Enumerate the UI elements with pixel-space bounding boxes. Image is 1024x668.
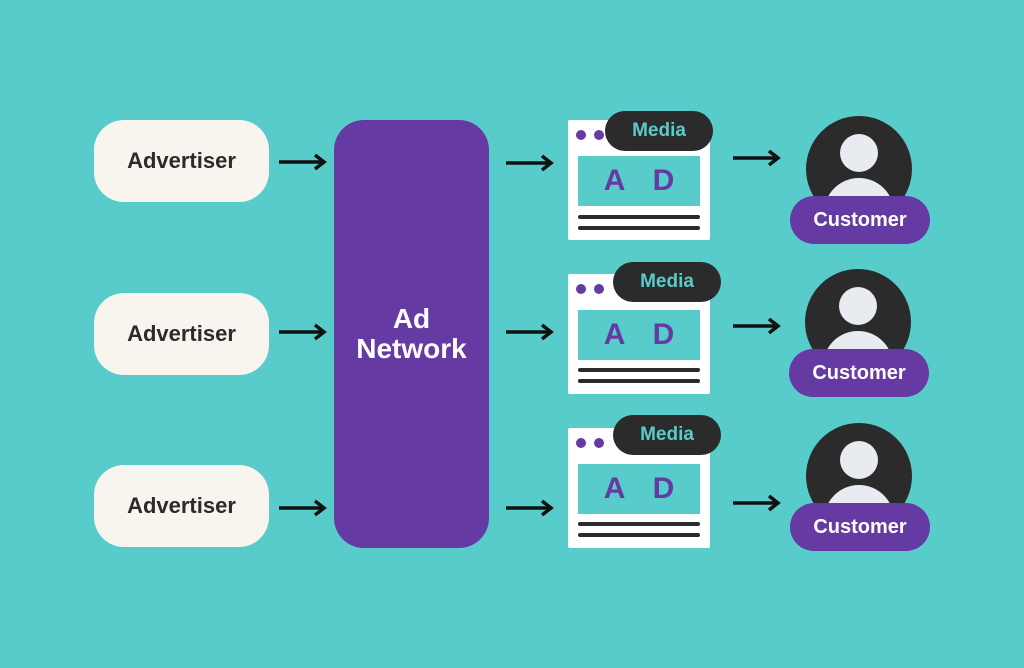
arrow-right-icon (506, 323, 554, 341)
customer-label: Customer (813, 515, 907, 538)
customer-label: Customer (812, 361, 906, 384)
customer-label-pill: Customer (790, 196, 930, 244)
customer-node: Customer (789, 269, 931, 404)
window-dot-icon (594, 284, 604, 294)
media-tag: Media (613, 415, 721, 455)
window-dot-icon (594, 438, 604, 448)
ad-banner: A D (578, 464, 700, 514)
media-tag-label: Media (640, 271, 694, 292)
network-label-line1: Ad (392, 303, 431, 334)
webpage-window: A D (568, 120, 710, 240)
avatar-head (840, 441, 878, 479)
text-line (578, 215, 700, 219)
arrow-right-icon (279, 153, 327, 171)
ad-banner-text: A D (603, 318, 685, 351)
advertiser-label: Advertiser (127, 321, 236, 346)
advertiser-box: Advertiser (94, 120, 269, 202)
advertiser-box: Advertiser (94, 293, 269, 375)
window-dot-icon (576, 130, 586, 140)
advertiser-box: Advertiser (94, 465, 269, 547)
window-dot-icon (594, 130, 604, 140)
arrow-right-icon (279, 323, 327, 341)
text-line (578, 379, 700, 383)
arrow-right-icon (279, 499, 327, 517)
ad-banner: A D (578, 310, 700, 360)
arrow-right-icon (506, 499, 554, 517)
text-line (578, 522, 700, 526)
avatar-head (840, 134, 878, 172)
media-tag: Media (605, 111, 713, 151)
ad-banner-text: A D (603, 164, 685, 197)
customer-label-pill: Customer (790, 503, 930, 551)
avatar-head (839, 287, 877, 325)
window-dot-icon (576, 284, 586, 294)
media-tag: Media (613, 262, 721, 302)
media-tag-label: Media (640, 424, 694, 445)
ad-banner: A D (578, 156, 700, 206)
arrow-right-icon (733, 494, 781, 512)
customer-node: Customer (790, 116, 932, 251)
text-line (578, 226, 700, 230)
media-tag-label: Media (632, 120, 686, 141)
text-line (578, 533, 700, 537)
ad-banner-text: A D (603, 472, 685, 505)
text-line (578, 368, 700, 372)
advertiser-label: Advertiser (127, 148, 236, 173)
customer-node: Customer (790, 423, 932, 558)
arrow-right-icon (506, 154, 554, 172)
arrow-right-icon (733, 149, 781, 167)
window-dot-icon (576, 438, 586, 448)
advertiser-label: Advertiser (127, 493, 236, 518)
media-webpage-card: A D (568, 120, 712, 242)
customer-label-pill: Customer (789, 349, 929, 397)
arrow-right-icon (733, 317, 781, 335)
network-label-line2: Network (356, 333, 467, 364)
ad-network-box: Ad Network (334, 120, 489, 548)
customer-label: Customer (813, 208, 907, 231)
